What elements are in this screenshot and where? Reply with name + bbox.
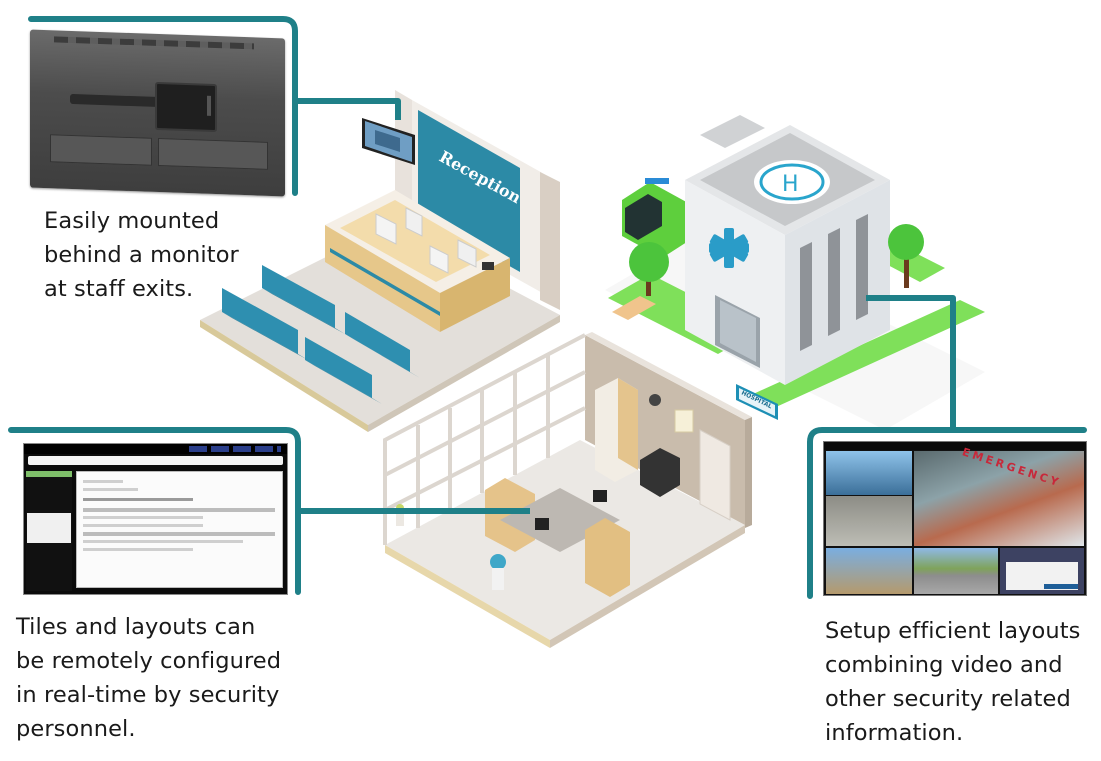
hospital-street-sign: HOSPITAL: [736, 384, 778, 420]
office-scene: [383, 332, 752, 648]
camera-tile-office: [826, 451, 912, 495]
config-top-bar: [24, 444, 287, 454]
connector-video-layouts: [807, 427, 1087, 599]
caption-video-layouts: Setup efficient layouts combining video …: [825, 618, 1081, 746]
tree: [888, 224, 924, 288]
connector-layouts-to-hospital: [866, 295, 956, 430]
connector-remote-config: [8, 427, 301, 595]
tree: [629, 242, 669, 296]
medical-cross-icon: [709, 228, 749, 268]
reception-scene: Reception: [200, 90, 560, 432]
connector-monitor-to-reception: [295, 98, 401, 120]
config-form-panel: [76, 471, 283, 588]
config-header-bar: [28, 456, 283, 465]
connector-monitor-mount: [28, 16, 298, 196]
camera-tile-entrance: EMERGENCY: [914, 445, 1084, 546]
camera-tile-garage: [826, 496, 912, 546]
configuration-ui-screenshot: [23, 443, 288, 595]
camera-tile-street: [826, 548, 912, 594]
helipad-letter: H: [782, 172, 799, 197]
video-wall-screenshot: EMERGENCY: [823, 441, 1087, 596]
caption-remote-config: Tiles and layouts can be remotely config…: [16, 614, 282, 742]
vms-top-bar: [824, 442, 1086, 450]
caption-monitor-mount: Easily mounted behind a monitor at staff…: [44, 208, 239, 302]
hospital-scene: H HOSPITAL: [605, 115, 985, 430]
camera-tile-parking: [914, 548, 998, 594]
reception-sign-panel: [418, 110, 520, 272]
config-sidebar: [26, 471, 72, 591]
info-tile: [1000, 548, 1084, 594]
